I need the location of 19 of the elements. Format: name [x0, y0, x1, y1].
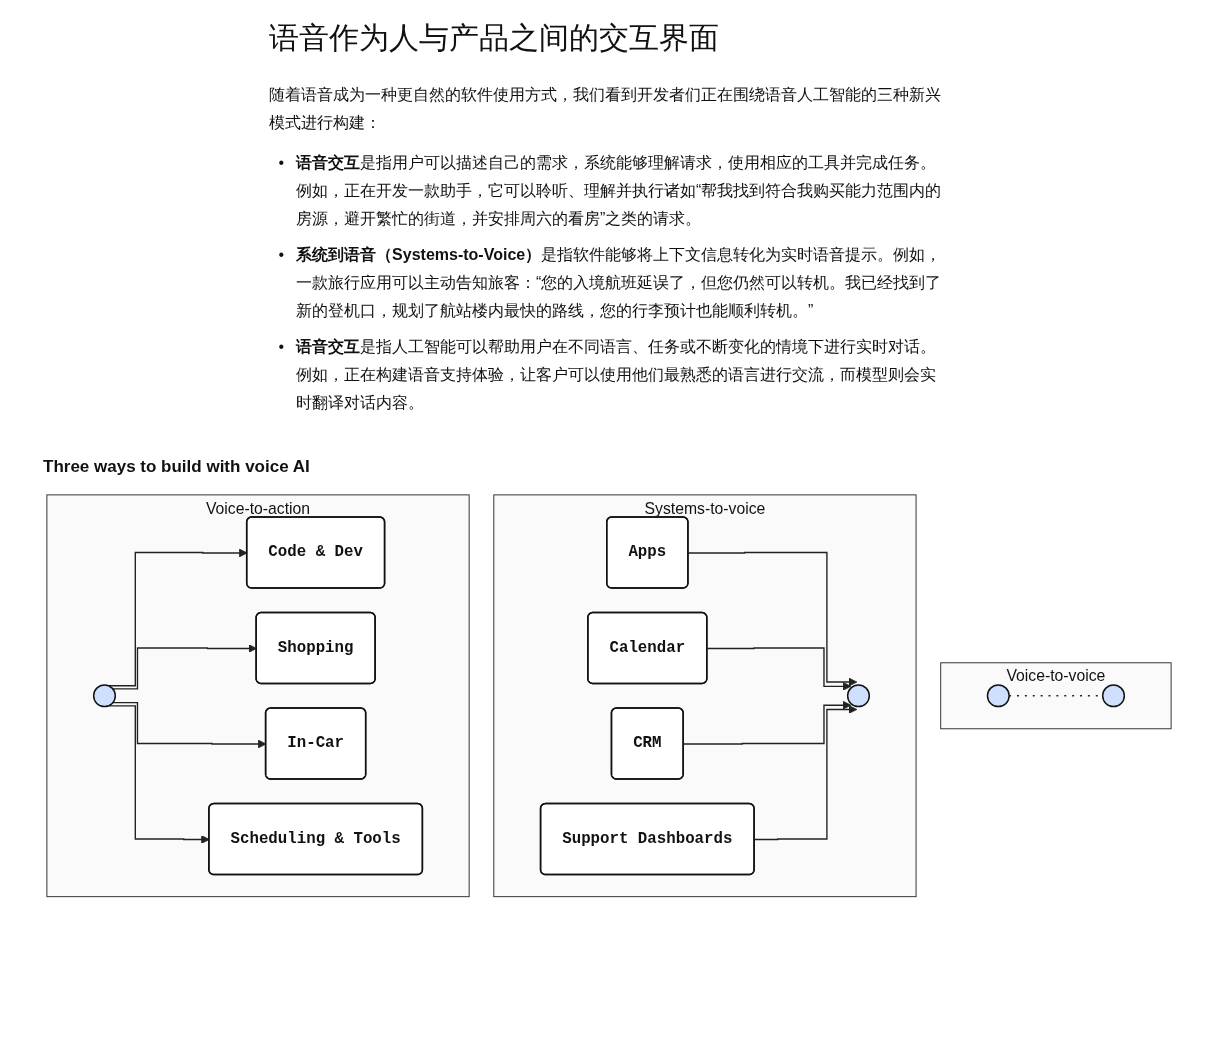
node-circle	[92, 684, 116, 708]
node-circle	[846, 684, 870, 708]
arrow	[682, 700, 851, 745]
intro-paragraph: 随着语音成为一种更自然的软件使用方式，我们看到开发者们正在围绕语音人工智能的三种新兴模式进行构建：	[268, 85, 942, 133]
bullet-paragraph: 语音交互是指用户可以描述自己的需求，系统能够理解请求，使用相应的工具并完成任务。例如，正在开发一款助手，它可以聆听、理解并执行诸如“帮我找到符合我购买能力范围内的房源，避开繁忙的街道，并安排周六的看房”之类的请求。	[296, 153, 943, 229]
arrow	[753, 705, 857, 841]
bullet-paragraph: 语音交互是指人工智能可以帮助用户在不同语言、任务或不断变化的情境下进行实时对话。例如，正在构建语音支持体验，让客户可以使用他们最熟悉的语言进行交流，而模型则会实时翻译对话内容。	[296, 337, 938, 413]
page-heading: 语音作为人与产品之间的交互界面	[268, 20, 720, 56]
arrow	[687, 551, 857, 687]
bullet-marker: •	[278, 153, 285, 173]
node-circle	[986, 684, 1010, 708]
bullet-marker: •	[278, 245, 285, 265]
cluster: Voice-to-voice	[939, 662, 1172, 730]
diagram-title: Three ways to build with voice AI	[43, 457, 311, 477]
arrow	[111, 702, 266, 749]
bullet-paragraph: 系统到语音（Systems-to-Voice）是指软件能够将上下文信息转化为实时语音提示。例如，一款旅行应用可以主动告知旅客：“您的入境航班延误了，但您仍然可以转机。我已经找到了新的登机口，规划了航站楼内最快的路线，您的行李预计也能顺利转机。”	[296, 245, 943, 321]
arrow	[706, 647, 851, 691]
bullet-marker: •	[278, 337, 285, 357]
node-circle	[1101, 684, 1125, 708]
